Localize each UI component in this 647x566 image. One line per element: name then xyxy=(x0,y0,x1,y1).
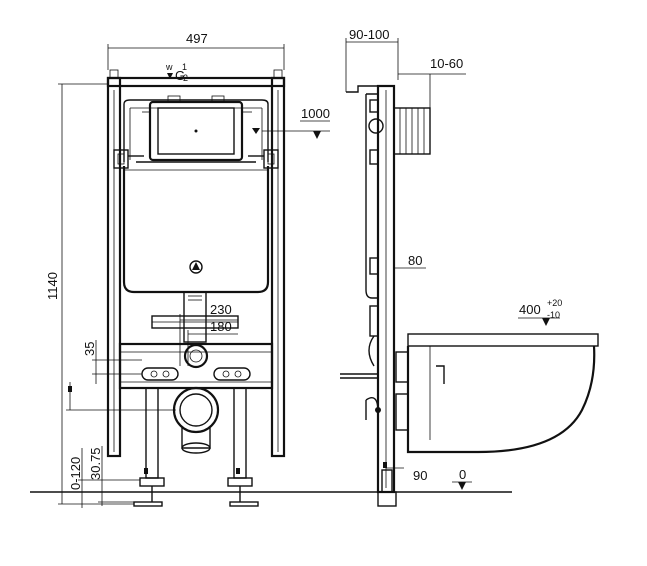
dim-height-marker-label: 1000 xyxy=(301,106,330,121)
dim-230: 230 xyxy=(179,302,238,366)
dim-floor-level: 0 xyxy=(452,467,472,490)
dim-foot-offset-label: 30.75 xyxy=(88,447,103,480)
dim-bottom-offset: 90 xyxy=(386,467,427,483)
side-foot xyxy=(381,469,393,493)
dim-foot-range-label: 0-120 xyxy=(68,457,83,490)
top-label: G xyxy=(175,68,185,83)
dim-foot-offset: 30.75 xyxy=(88,446,134,506)
dim-wall-offset: 10-60 xyxy=(398,56,466,108)
frame-leg-right xyxy=(227,387,259,507)
dim-height-marker: 1000 xyxy=(262,106,330,139)
dim-frame-width: 497 xyxy=(107,31,285,70)
wall-hung-bowl xyxy=(395,333,599,454)
dim-bowl-tol-plus: +20 xyxy=(547,298,562,308)
frame-corner-tr xyxy=(273,69,283,79)
waste-outlet xyxy=(172,386,220,454)
top-label-small: w xyxy=(165,62,173,72)
cistern-top-rail xyxy=(123,99,269,162)
bowl-fixing-slot-left xyxy=(141,367,179,381)
frame-top-bar xyxy=(106,76,286,88)
dim-230-label: 230 xyxy=(210,302,232,317)
dim-wall-offset-label: 10-60 xyxy=(430,56,463,71)
dim-35: 35 xyxy=(82,340,142,384)
dim-pipe-offset: 80 xyxy=(394,253,426,269)
dim-foot-range: 0-120 xyxy=(68,448,140,508)
frame-leg-left xyxy=(133,387,165,507)
side-cistern xyxy=(365,93,378,299)
dim-outlet-height xyxy=(66,382,176,411)
dim-pipe-offset-label: 80 xyxy=(408,253,422,268)
dim-180-label: 180 xyxy=(210,319,232,334)
dim-total-height-label: 1140 xyxy=(45,272,60,300)
side-bracket-right xyxy=(248,149,279,169)
side-bracket-left xyxy=(113,149,144,169)
dim-bowl-height: 400 +20 -10 xyxy=(518,298,562,326)
side-view: 90-100 10-60 80 xyxy=(340,27,599,507)
dim-floor-level-label: 0 xyxy=(459,467,466,482)
dim-bowl-tol-minus: -10 xyxy=(547,310,560,320)
dim-depth-range-label: 90-100 xyxy=(349,27,389,42)
top-fraction-den: 2 xyxy=(183,73,188,83)
dim-180: 180 xyxy=(187,319,238,366)
top-fraction-num: 1 xyxy=(182,62,187,72)
front-view: w G 1 2 xyxy=(30,31,512,508)
frame-corner-tl xyxy=(109,69,119,79)
water-inlet-symbol: w G 1 2 xyxy=(165,62,188,83)
flush-pipe xyxy=(183,291,207,343)
cistern-logo-icon xyxy=(189,260,203,274)
flush-pipe-connector xyxy=(183,343,209,369)
side-flush-actuator-ribs xyxy=(399,108,425,154)
dim-depth-range: 90-100 xyxy=(345,27,399,93)
dim-bowl-height-label: 400 xyxy=(519,302,541,317)
bowl-fixing-slot-right xyxy=(213,367,251,381)
flush-plate-opening xyxy=(148,100,244,162)
dim-frame-width-label: 497 xyxy=(186,31,208,46)
dim-total-height: 1140 xyxy=(45,83,134,505)
flush-plate-inner xyxy=(157,107,235,155)
dim-35-label: 35 xyxy=(82,342,97,356)
dim-bottom-offset-label: 90 xyxy=(413,468,427,483)
